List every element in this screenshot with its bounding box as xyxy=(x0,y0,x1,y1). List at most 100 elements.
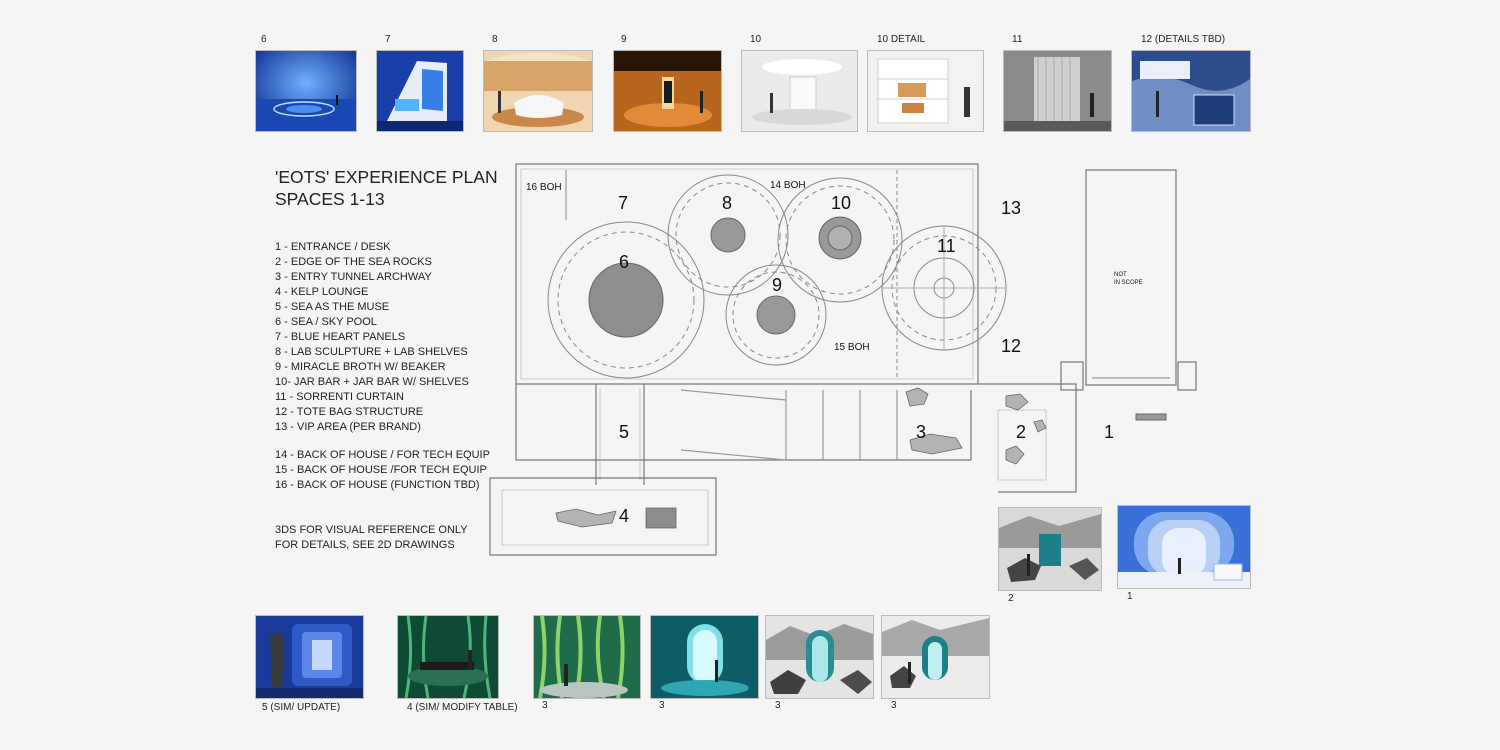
legend-item: 9 - MIRACLE BROTH W/ BEAKER xyxy=(275,361,446,373)
tote-structure-render xyxy=(1132,51,1250,131)
plan-label-5: 5 xyxy=(619,422,629,442)
rock xyxy=(1033,419,1047,433)
reference-note-line1: 3DS FOR VISUAL REFERENCE ONLY xyxy=(275,524,468,536)
rocks-arch-bw-2-render xyxy=(882,616,989,698)
entrance-tunnel-render xyxy=(1118,506,1250,588)
white-jar-bar-render xyxy=(742,51,857,131)
legend-item: 8 - LAB SCULPTURE + LAB SHELVES xyxy=(275,346,468,358)
thumb-label-5: 5 (SIM/ UPDATE) xyxy=(262,702,341,713)
pool-ring-outer xyxy=(547,221,705,379)
thumb-label-9: 9 xyxy=(621,34,627,45)
thumb-label-12: 12 (DETAILS TBD) xyxy=(1141,34,1226,45)
rock xyxy=(1005,393,1029,411)
legend-item: 10- JAR BAR + JAR BAR W/ SHELVES xyxy=(275,376,469,388)
render-thumbnail-2[interactable] xyxy=(998,507,1102,591)
thumb-label-3d: 3 xyxy=(891,700,897,711)
thumb-label-3c: 3 xyxy=(775,700,781,711)
blue-panels-render xyxy=(377,51,463,131)
plan-label-13: 13 xyxy=(1001,198,1021,218)
plan-title: 'EOTS' EXPERIENCE PLAN SPACES 1-13 xyxy=(275,166,498,210)
entrance-desk xyxy=(1135,413,1167,421)
render-thumbnail-9[interactable] xyxy=(613,50,722,132)
legend-spacer xyxy=(275,435,490,448)
plan-label-16-boh: 16 BOH xyxy=(526,182,562,193)
shelves-detail-render xyxy=(868,51,983,131)
thumb-label-1: 1 xyxy=(1127,591,1133,602)
teal-arch-render xyxy=(651,616,758,698)
legend-item: 6 - SEA / SKY POOL xyxy=(275,316,377,328)
blue-pool-render xyxy=(256,51,356,131)
lab-sculpture-render xyxy=(484,51,592,131)
legend-item: 2 - EDGE OF THE SEA ROCKS xyxy=(275,256,432,268)
kelp-forest-render xyxy=(534,616,640,698)
not-in-scope-wall xyxy=(1085,169,1177,386)
space-legend: 1 - ENTRANCE / DESK 2 - EDGE OF THE SEA … xyxy=(275,240,490,493)
not-in-scope-label: IN SCOPE xyxy=(1114,280,1143,286)
legend-item: 1 - ENTRANCE / DESK xyxy=(275,241,391,253)
render-thumbnail-11[interactable] xyxy=(1003,50,1112,132)
floor-plan: 1 2 3 4 5 6 7 8 9 10 11 12 13 14 BOH 15 … xyxy=(489,163,1197,556)
miracle-broth-render xyxy=(614,51,721,131)
plan-label-7: 7 xyxy=(618,193,628,213)
render-thumbnail-5[interactable] xyxy=(255,615,364,699)
plan-label-8: 8 xyxy=(722,193,732,213)
curtain-render xyxy=(1004,51,1111,131)
rock xyxy=(909,433,963,455)
thumb-label-10: 10 xyxy=(750,34,762,45)
legend-item-boh: 15 - BACK OF HOUSE /FOR TECH EQUIP xyxy=(275,464,487,476)
rock xyxy=(905,387,929,407)
legend-item: 11 - SORRENTI CURTAIN xyxy=(275,391,404,403)
render-thumbnail-12[interactable] xyxy=(1131,50,1251,132)
plan-label-9: 9 xyxy=(772,275,782,295)
thumb-label-2: 2 xyxy=(1008,593,1014,604)
plan-label-12: 12 xyxy=(1001,336,1021,356)
reference-note-line2: FOR DETAILS, SEE 2D DRAWINGS xyxy=(275,539,455,551)
legend-item: 5 - SEA AS THE MUSE xyxy=(275,301,390,313)
legend-item: 4 - KELP LOUNGE xyxy=(275,286,369,298)
render-thumbnail-3b[interactable] xyxy=(650,615,759,699)
rocks-arch-bw-render xyxy=(766,616,873,698)
render-thumbnail-4[interactable] xyxy=(397,615,499,699)
thumb-label-8: 8 xyxy=(492,34,498,45)
render-thumbnail-8[interactable] xyxy=(483,50,593,132)
plan-title-line1: 'EOTS' EXPERIENCE PLAN xyxy=(275,167,498,187)
plan-label-2: 2 xyxy=(1016,422,1026,442)
render-thumbnail-1[interactable] xyxy=(1117,505,1251,589)
render-thumbnail-3c[interactable] xyxy=(765,615,874,699)
render-thumbnail-3a[interactable] xyxy=(533,615,641,699)
legend-item-boh: 16 - BACK OF HOUSE (FUNCTION TBD) xyxy=(275,479,480,491)
plan-label-6: 6 xyxy=(619,252,629,272)
thumb-label-3a: 3 xyxy=(542,700,548,711)
thumb-label-11: 11 xyxy=(1012,34,1023,45)
rocks-arch-render xyxy=(999,508,1101,590)
legend-item: 3 - ENTRY TUNNEL ARCHWAY xyxy=(275,271,432,283)
rock xyxy=(1005,445,1025,465)
plan-label-14-boh: 14 BOH xyxy=(770,180,806,191)
kelp-sofa xyxy=(555,508,617,528)
thumb-label-4: 4 (SIM/ MODIFY TABLE) xyxy=(407,702,518,713)
plan-label-15-boh: 15 BOH xyxy=(834,342,870,353)
reference-note: 3DS FOR VISUAL REFERENCE ONLY FOR DETAIL… xyxy=(275,523,468,553)
plan-label-3: 3 xyxy=(916,422,926,442)
plan-label-1: 1 xyxy=(1104,422,1114,442)
render-thumbnail-10-detail[interactable] xyxy=(867,50,984,132)
not-in-scope-label: NOT xyxy=(1114,272,1127,278)
plan-label-10: 10 xyxy=(831,193,851,213)
render-thumbnail-10[interactable] xyxy=(741,50,858,132)
sky-pool xyxy=(588,262,664,338)
kelp-lounge-render xyxy=(398,616,498,698)
kelp-table xyxy=(645,507,677,529)
legend-item: 13 - VIP AREA (PER BRAND) xyxy=(275,421,421,433)
thumb-label-6: 6 xyxy=(261,34,267,45)
thumb-label-7: 7 xyxy=(385,34,391,45)
thumb-label-10-detail: 10 DETAIL xyxy=(877,34,926,45)
sea-muse-render xyxy=(256,616,363,698)
legend-item-boh: 14 - BACK OF HOUSE / FOR TECH EQUIP xyxy=(275,449,490,461)
render-thumbnail-6[interactable] xyxy=(255,50,357,132)
plan-title-line2: SPACES 1-13 xyxy=(275,189,385,209)
plan-label-11: 11 xyxy=(937,236,956,256)
render-thumbnail-3d[interactable] xyxy=(881,615,990,699)
render-thumbnail-7[interactable] xyxy=(376,50,464,132)
legend-item: 12 - TOTE BAG STRUCTURE xyxy=(275,406,424,418)
legend-item: 7 - BLUE HEART PANELS xyxy=(275,331,406,343)
